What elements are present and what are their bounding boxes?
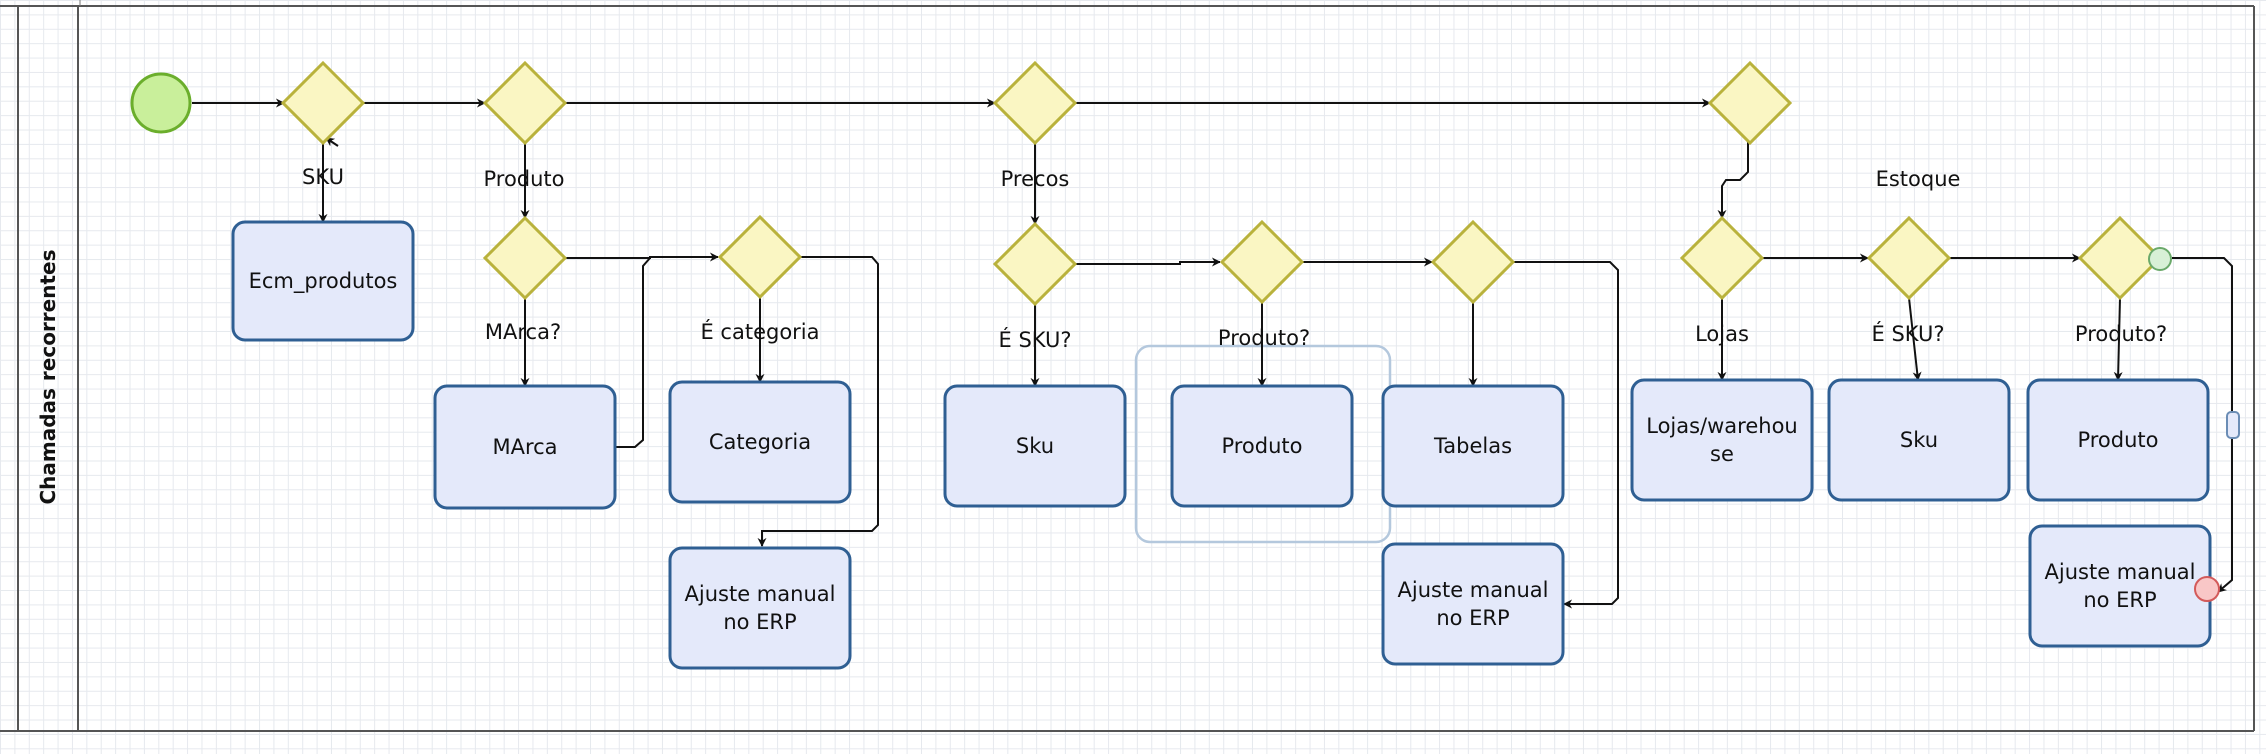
flow-g7-g8[interactable]	[1075, 257, 1221, 267]
gateway-categoria[interactable]	[717, 214, 803, 300]
tasks	[231, 220, 2212, 670]
task-categoria[interactable]	[668, 380, 852, 504]
flow-g12-ajuste3[interactable]	[2172, 257, 2233, 593]
flow-marca-g6[interactable]	[615, 257, 651, 448]
gateway-precos[interactable]	[992, 60, 1078, 146]
task-sku-1[interactable]	[943, 384, 1127, 508]
edge-label-produto: Produto	[483, 167, 565, 191]
gateway-produto[interactable]	[482, 60, 568, 146]
gateway-estoque[interactable]	[1707, 60, 1793, 146]
task-ajuste-3[interactable]	[2028, 524, 2212, 648]
flow-g6-ajuste1[interactable]	[757, 256, 879, 547]
task-lojas[interactable]	[1630, 378, 1814, 502]
edge-label-e-sku-2: É SKU?	[1871, 322, 1945, 346]
edge-label-e-sku-1: É SKU?	[998, 328, 1072, 352]
pool-frame	[0, 0, 2255, 732]
sequence-flows	[192, 98, 2233, 609]
edge-label-precos: Precos	[1000, 167, 1070, 191]
edge-label-e-categoria: É categoria	[700, 320, 820, 344]
edge-label-marca-q: MArca?	[484, 320, 562, 344]
gateway-sku-estoque[interactable]	[1866, 215, 1952, 301]
edge-label-lojas: Lojas	[1695, 322, 1749, 346]
gateway-sku-precos[interactable]	[992, 221, 1078, 307]
gateway-marca[interactable]	[482, 215, 568, 301]
flow-g5-g6[interactable]	[565, 252, 719, 262]
flow-g11-sku2[interactable]	[1908, 297, 1922, 381]
edge-label-estoque: Estoque	[1875, 167, 1961, 191]
edge-label-produto-q-2: Produto?	[2074, 322, 2168, 346]
task-marca[interactable]	[433, 384, 617, 510]
gateway-sku[interactable]	[280, 60, 366, 146]
task-ajuste-2[interactable]	[1381, 542, 1565, 666]
edge-label-sku: SKU	[302, 165, 344, 189]
task-produto-2[interactable]	[2026, 378, 2210, 502]
flow-g4-g10[interactable]	[1717, 142, 1749, 219]
resize-handle[interactable]	[2226, 411, 2240, 439]
gateway-produto-precos[interactable]	[1219, 219, 1305, 305]
start-event[interactable]	[130, 72, 192, 134]
gateways	[280, 60, 2163, 307]
gateway-tabelas[interactable]	[1430, 219, 1516, 305]
flow-g9-ajuste2[interactable]	[1513, 261, 1619, 609]
task-ajuste-1[interactable]	[668, 546, 852, 670]
task-sku-2[interactable]	[1827, 378, 2011, 502]
flow-g12-produto2[interactable]	[2113, 297, 2123, 381]
gateway-lojas[interactable]	[1679, 215, 1765, 301]
task-tabelas[interactable]	[1381, 384, 1565, 508]
task-produto-1[interactable]	[1170, 384, 1354, 508]
gateway-produto-estoque[interactable]	[2077, 215, 2163, 301]
task-ecm-produtos[interactable]	[231, 220, 415, 342]
edge-label-produto-q-1: Produto?	[1217, 326, 1311, 350]
end-event[interactable]	[2194, 576, 2220, 602]
boundary-event[interactable]	[2148, 247, 2172, 271]
lane-label: Chamadas recorrentes	[36, 249, 60, 505]
